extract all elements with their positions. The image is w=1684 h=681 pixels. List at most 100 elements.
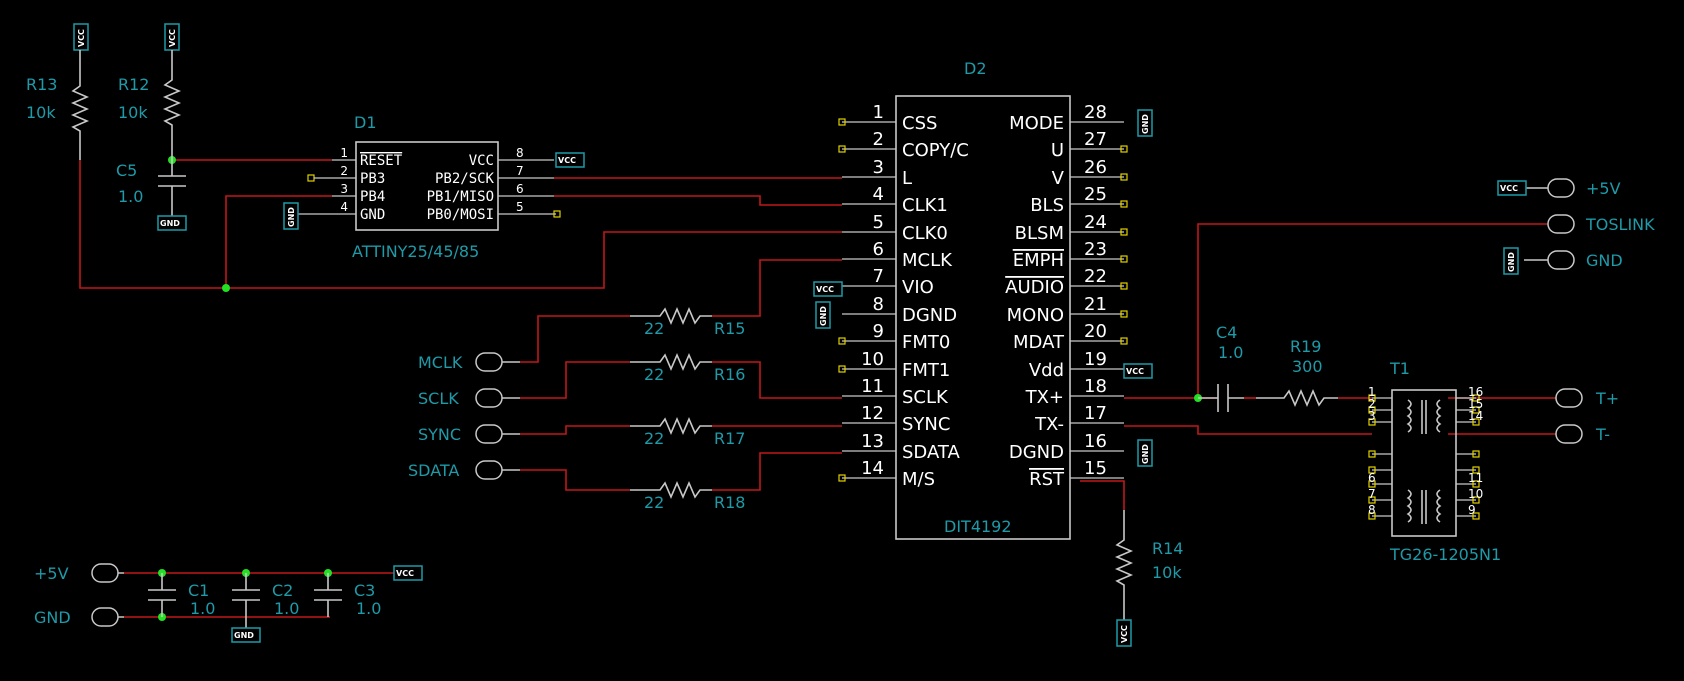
- connector-toslink[interactable]: TOSLINK: [1547, 214, 1655, 234]
- pin-terminal: [838, 118, 846, 126]
- c5-value: 1.0: [118, 187, 143, 206]
- connector-tplus[interactable]: T+: [1555, 388, 1619, 408]
- r19-symbol: [1256, 388, 1338, 408]
- r16-symbol: [630, 352, 712, 372]
- t1-coil: [1406, 399, 1412, 433]
- svg-text:GND: GND: [160, 219, 180, 228]
- pin-number: 16: [1468, 385, 1483, 399]
- pin-name: TX-: [1034, 414, 1064, 435]
- r14-value: 10k: [1152, 563, 1182, 582]
- t1-coil: [1436, 399, 1442, 433]
- connector-mclk[interactable]: MCLK: [418, 352, 520, 372]
- connector-tminus[interactable]: T-: [1555, 424, 1610, 444]
- resistor-r19[interactable]: R19 300: [1256, 337, 1338, 408]
- r12-value: 10k: [118, 103, 148, 122]
- d1-ref: D1: [354, 113, 377, 132]
- pin-name: CLK1: [902, 195, 948, 216]
- pin-name: SCLK: [902, 387, 949, 408]
- resistor-r16[interactable]: 22 R16: [630, 352, 745, 384]
- connector-plus5v-bottom[interactable]: +5V: [34, 563, 124, 583]
- pin-terminal: [1120, 173, 1128, 181]
- t1-coil: [1406, 489, 1412, 523]
- pin-terminal: [1120, 282, 1128, 290]
- pin-number: 6: [516, 182, 524, 196]
- pin-terminal: [553, 210, 561, 218]
- svg-text:GND: GND: [1141, 114, 1150, 134]
- tminus-label: T-: [1595, 425, 1610, 444]
- r15-value: 22: [644, 319, 664, 338]
- pin-terminal: [1368, 512, 1376, 520]
- pin-number: 6: [1368, 471, 1376, 485]
- gnd-symbol: GND: [157, 215, 187, 231]
- pin-number: 25: [1084, 184, 1107, 205]
- resistor-r14[interactable]: R14 10k: [1114, 510, 1183, 620]
- pin-name: SYNC: [902, 414, 950, 435]
- capacitor-c5[interactable]: C5 1.0: [116, 160, 186, 216]
- pin-terminal: [1368, 406, 1376, 414]
- pin-terminal: [1472, 406, 1480, 414]
- resistor-r13[interactable]: R13 10k: [26, 60, 90, 160]
- connector-sync[interactable]: SYNC: [418, 424, 520, 444]
- gnd-symbol: GND: [1137, 109, 1153, 137]
- pin-number: 19: [1084, 349, 1107, 370]
- gnd-symbol: GND: [231, 627, 261, 643]
- connector-sclk[interactable]: SCLK: [418, 388, 520, 408]
- vcc-symbol: VCC: [1116, 619, 1132, 647]
- toslink-label: TOSLINK: [1585, 215, 1655, 234]
- resistor-r12[interactable]: R12 10k: [118, 60, 182, 160]
- p5v-label: +5V: [1586, 179, 1621, 198]
- pin-number: 9: [1468, 503, 1476, 517]
- pin-number: 24: [1084, 212, 1107, 233]
- pin-number: 12: [861, 403, 884, 424]
- capacitor-c1[interactable]: C1 1.0: [148, 573, 215, 618]
- r15-ref: R15: [714, 319, 745, 338]
- r15-symbol: [630, 306, 712, 326]
- gnd-label: GND: [1586, 251, 1623, 270]
- pin-terminal: [838, 365, 846, 373]
- pin-number: 10: [861, 349, 884, 370]
- d1-body: [355, 141, 499, 231]
- pin-number: 9: [873, 321, 884, 342]
- pin-name: PB1/MISO: [427, 189, 494, 205]
- connector-gnd-bottom[interactable]: GND: [34, 607, 124, 627]
- capacitor-c3[interactable]: C3 1.0: [314, 573, 381, 618]
- resistor-r15[interactable]: 22 R15: [630, 306, 745, 338]
- vcc-symbol: VCC: [164, 23, 180, 60]
- pin-number: 26: [1084, 157, 1107, 178]
- wires: [79, 159, 1556, 618]
- resistor-r18[interactable]: 22 R18: [630, 480, 745, 512]
- d2-pins: 1CSS2COPY/C3L4CLK15CLK06MCLK7VIO8DGND9FM…: [838, 102, 1128, 490]
- pin-terminal: [838, 145, 846, 153]
- pin-name: PB0/MOSI: [427, 207, 494, 223]
- junction-dot: [222, 284, 230, 292]
- pin-terminal: [1368, 466, 1376, 474]
- pin-number: 13: [861, 431, 884, 452]
- pin-name: BLSM: [1015, 223, 1064, 244]
- capacitor-c2[interactable]: C2 1.0: [232, 573, 299, 628]
- svg-text:VCC: VCC: [1120, 625, 1129, 643]
- pin-terminal: [1368, 450, 1376, 458]
- sclk-label: SCLK: [418, 389, 459, 408]
- pin-number: 4: [340, 200, 348, 214]
- capacitor-c4[interactable]: C4 1.0: [1198, 323, 1244, 412]
- svg-text:VCC: VCC: [816, 285, 834, 294]
- connector-gnd[interactable]: GND: [1524, 250, 1623, 270]
- connector-plus5v[interactable]: +5V: [1524, 178, 1621, 198]
- r18-ref: R18: [714, 493, 745, 512]
- c2-symbol: [232, 573, 260, 628]
- resistor-r17[interactable]: 22 R17: [630, 416, 745, 448]
- pin-terminal: [838, 474, 846, 482]
- r16-ref: R16: [714, 365, 745, 384]
- pin-terminal: [307, 174, 315, 182]
- connector-sdata[interactable]: SDATA: [408, 460, 520, 480]
- c5-symbol: [158, 160, 186, 216]
- pin-number: 5: [873, 212, 884, 233]
- r19-value: 300: [1292, 357, 1323, 376]
- pin-number: 2: [340, 164, 348, 178]
- t1-ref: T1: [1389, 359, 1410, 378]
- vcc-symbol: VCC: [73, 23, 89, 60]
- ic-d2[interactable]: D2 DIT4192 1CSS2COPY/C3L4CLK15CLK06MCLK7…: [838, 59, 1128, 540]
